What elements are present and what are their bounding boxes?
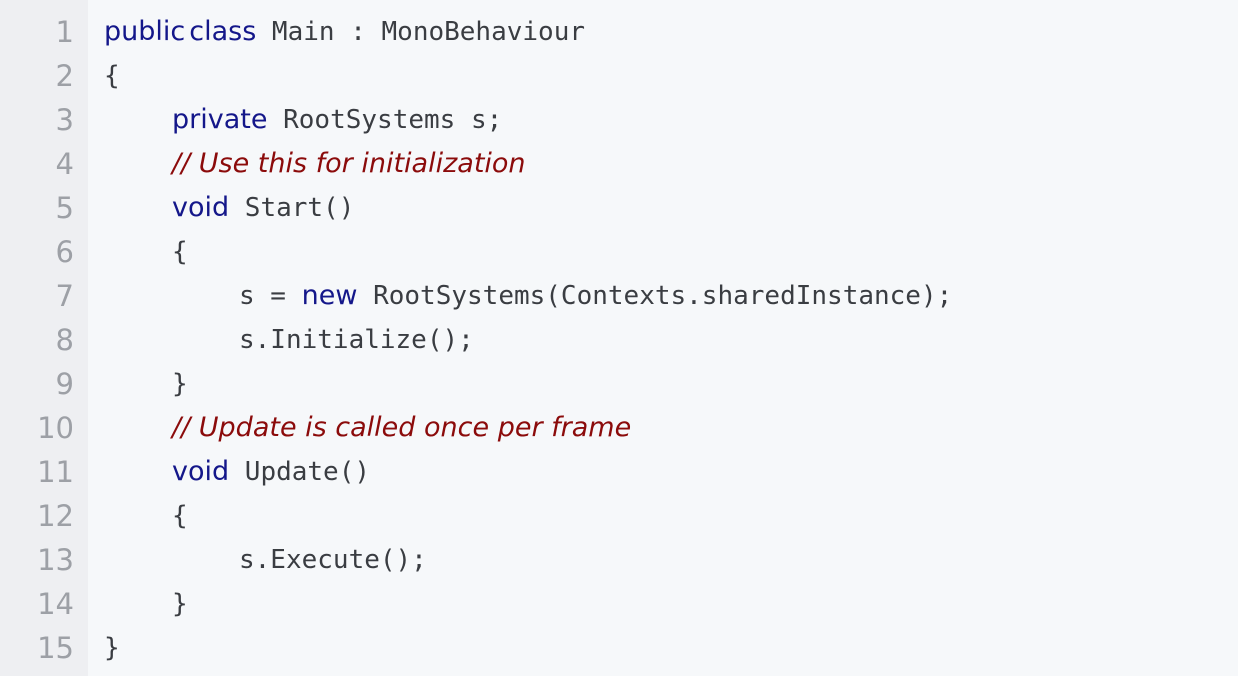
code-line-9: } <box>104 362 1238 406</box>
code-line-15: } <box>104 626 1238 670</box>
close-brace: } <box>172 369 188 399</box>
code-line-7: s = new RootSystems(Contexts.sharedInsta… <box>104 274 1238 318</box>
line-number: 14 <box>37 587 74 621</box>
code-line-11: void Update() <box>104 450 1238 494</box>
statement: s.Execute(); <box>239 545 427 575</box>
code-line-13: s.Execute(); <box>104 538 1238 582</box>
line-number: 3 <box>55 103 74 137</box>
keyword-private: private <box>172 104 268 135</box>
keyword-void: void <box>172 456 230 487</box>
line-number: 13 <box>37 543 74 577</box>
method-signature: Start() <box>229 193 355 223</box>
code-line-10: // Update is called once per frame <box>104 406 1238 450</box>
keyword-void: void <box>172 192 230 223</box>
keyword-new: new <box>301 280 358 311</box>
line-number: 2 <box>55 59 74 93</box>
open-brace: { <box>172 237 188 267</box>
line-number: 10 <box>37 411 74 445</box>
code-content[interactable]: public class Main : MonoBehaviour { priv… <box>88 0 1238 676</box>
class-declaration: Main : MonoBehaviour <box>256 17 586 47</box>
line-number: 5 <box>55 191 74 225</box>
code-line-2: { <box>104 54 1238 98</box>
line-number: 12 <box>37 499 74 533</box>
comment: // Use this for initialization <box>172 148 526 179</box>
line-number: 9 <box>55 367 74 401</box>
open-brace: { <box>172 501 188 531</box>
keyword-public: public <box>104 16 186 47</box>
close-brace: } <box>104 633 120 663</box>
comment: // Update is called once per frame <box>172 412 632 443</box>
keyword-class: class <box>189 16 257 47</box>
code-line-4: // Use this for initialization <box>104 142 1238 186</box>
assignment: s = <box>239 281 302 311</box>
code-line-3: private RootSystems s; <box>104 98 1238 142</box>
code-line-8: s.Initialize(); <box>104 318 1238 362</box>
code-line-14: } <box>104 582 1238 626</box>
open-brace: { <box>104 61 120 91</box>
field-declaration: RootSystems s; <box>267 105 503 135</box>
line-number: 11 <box>37 455 74 489</box>
line-number: 4 <box>55 147 74 181</box>
line-number: 6 <box>55 235 74 269</box>
close-brace: } <box>172 589 188 619</box>
code-line-6: { <box>104 230 1238 274</box>
line-number-gutter: 1 2 3 4 5 6 7 8 9 10 11 12 13 14 15 <box>0 0 88 676</box>
line-number: 7 <box>55 279 74 313</box>
line-number: 8 <box>55 323 74 357</box>
line-number: 15 <box>37 631 74 665</box>
statement: s.Initialize(); <box>239 325 474 355</box>
method-signature: Update() <box>229 457 371 487</box>
code-line-12: { <box>104 494 1238 538</box>
constructor-call: RootSystems(Contexts.sharedInstance); <box>357 281 953 311</box>
code-line-1: public class Main : MonoBehaviour <box>104 10 1238 54</box>
code-line-5: void Start() <box>104 186 1238 230</box>
line-number: 1 <box>55 15 74 49</box>
